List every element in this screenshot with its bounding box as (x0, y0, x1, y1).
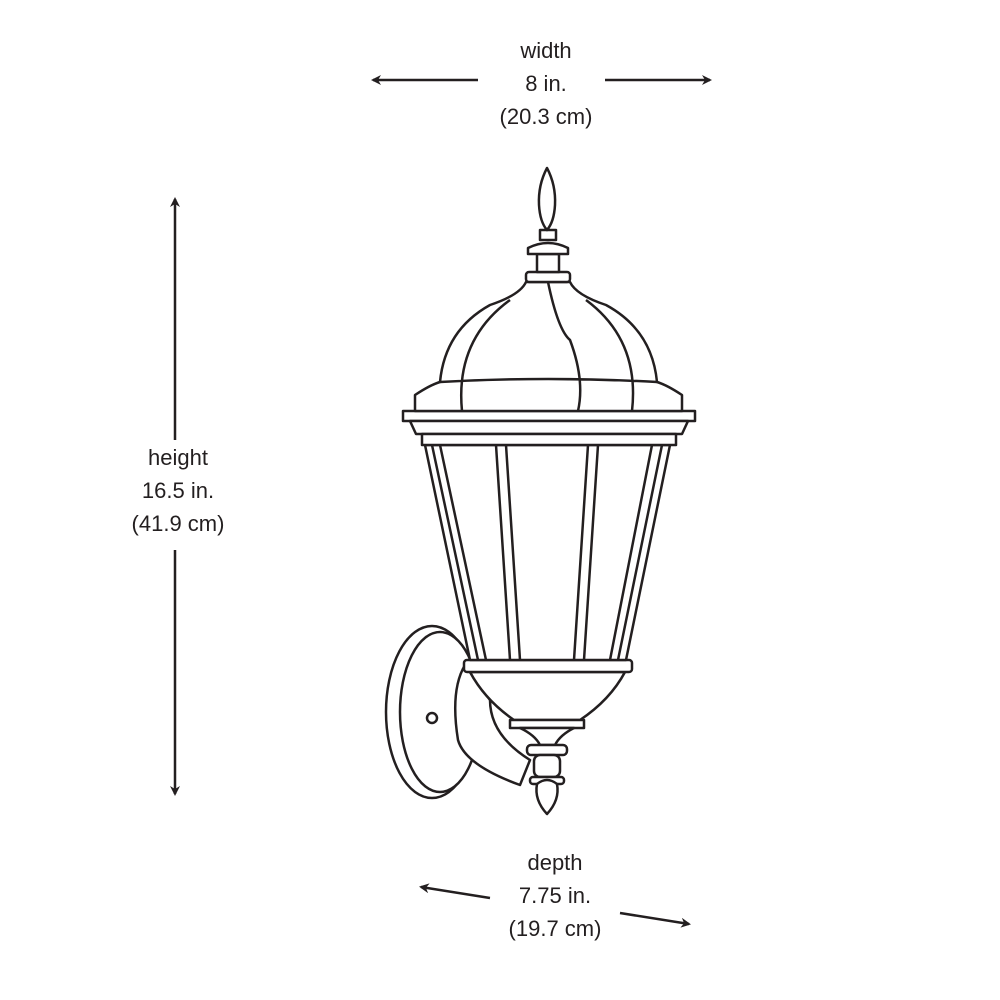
lantern-bottom-band (462, 658, 634, 674)
width-label: width (520, 38, 572, 63)
lantern-illustration (384, 166, 697, 816)
finial-flame (537, 166, 557, 232)
depth-arrow-left (419, 883, 491, 900)
depth-metric: (19.7 cm) (508, 916, 602, 941)
width-metric: (20.3 cm) (499, 104, 593, 129)
lantern-cornice (401, 409, 697, 423)
height-label: height (148, 445, 208, 470)
lantern-bowl (468, 670, 627, 722)
width-imperial: 8 in. (525, 71, 567, 96)
height-metric: (41.9 cm) (131, 511, 225, 536)
height-imperial: 16.5 in. (141, 478, 215, 503)
width-label-block: width 8 in. (20.3 cm) (446, 34, 646, 133)
lantern-dome (413, 280, 684, 413)
depth-label-block: depth 7.75 in. (19.7 cm) (455, 846, 655, 945)
depth-label: depth (527, 850, 583, 875)
dimension-arrows (170, 75, 712, 928)
depth-arrow-right (619, 911, 691, 928)
depth-imperial: 7.75 in. (518, 883, 592, 908)
height-label-block: height 16.5 in. (41.9 cm) (78, 441, 278, 540)
